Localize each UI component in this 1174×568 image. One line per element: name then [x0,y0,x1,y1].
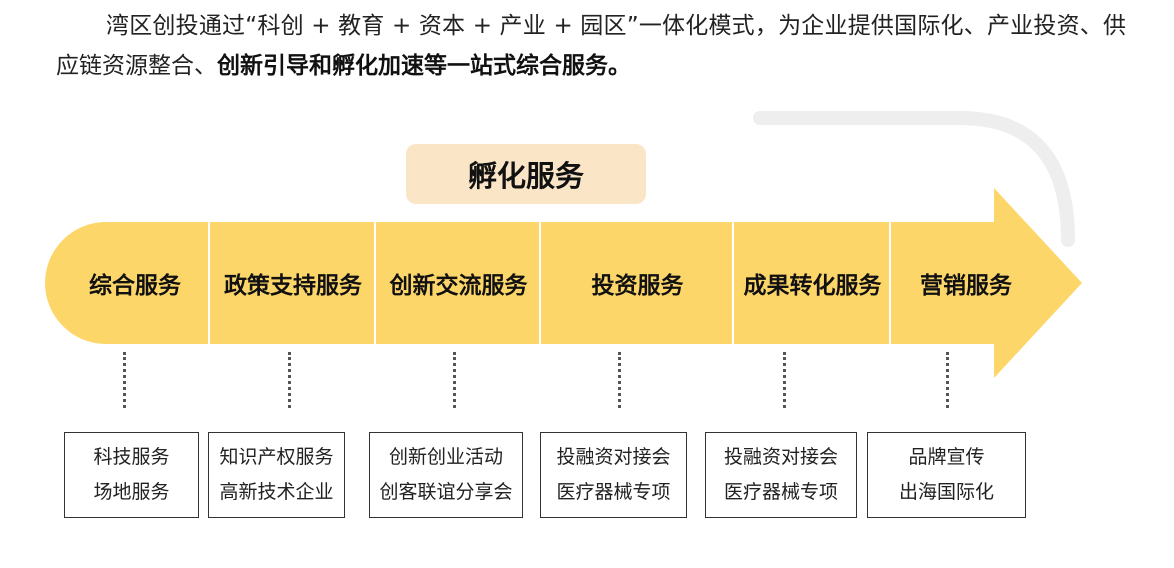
detail-item: 出海国际化 [898,481,994,503]
detail-box-policy: 知识产权服务 高新技术企业 [208,432,345,518]
stage-label-comprehensive: 综合服务 [89,273,181,299]
stage-divider [208,222,210,344]
detail-item: 创新创业活动 [388,446,503,468]
connector-line [453,352,456,408]
detail-box-transfer: 投融资对接会 医疗器械专项 [705,432,857,518]
stage-divider [539,222,541,344]
detail-item: 投融资对接会 [723,446,838,468]
connector-line [783,352,786,408]
detail-item: 科技服务 [93,446,170,468]
stage-label-investment: 投资服务 [591,273,684,299]
detail-box-comprehensive: 科技服务 场地服务 [64,432,199,518]
detail-box-innovation: 创新创业活动 创客联谊分享会 [369,432,523,518]
connector-line [288,352,291,408]
detail-item: 品牌宣传 [908,446,985,468]
connector-line [618,352,621,408]
stage-divider [374,222,376,344]
detail-item: 知识产权服务 [219,446,334,468]
detail-box-investment: 投融资对接会 医疗器械专项 [540,432,687,518]
detail-item: 医疗器械专项 [556,481,671,503]
detail-item: 医疗器械专项 [723,481,838,503]
detail-box-marketing: 品牌宣传 出海国际化 [867,432,1026,518]
intro-text: 湾区创投通过“科创 + 教育 + 资本 + 产业 + 园区”一体化模式，为企业提… [56,13,1126,79]
stage-divider [889,222,891,344]
diagram-title: 孵化服务 [406,144,646,204]
detail-item: 投融资对接会 [556,446,671,468]
detail-item: 创客联谊分享会 [379,481,513,503]
connector-line [946,352,949,408]
stage-label-innovation: 创新交流服务 [389,273,528,299]
intro-text-bold: 创新引导和孵化加速等一站式综合服务。 [217,53,631,79]
connector-line [123,352,126,408]
stage-label-policy: 政策支持服务 [224,273,362,299]
stage-label-transfer: 成果转化服务 [743,273,882,299]
detail-item: 高新技术企业 [219,481,334,503]
stage-label-marketing: 营销服务 [920,273,1012,299]
stage-divider [732,222,734,344]
intro-paragraph: 湾区创投通过“科创 + 教育 + 资本 + 产业 + 园区”一体化模式，为企业提… [56,6,1126,86]
detail-item: 场地服务 [93,481,170,503]
